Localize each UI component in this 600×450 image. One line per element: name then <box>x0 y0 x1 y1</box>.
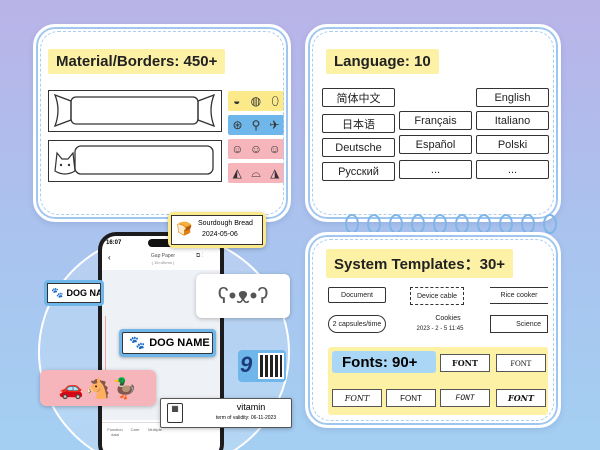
lang-spanish: Español <box>399 135 472 154</box>
qr-code-icon <box>258 353 284 379</box>
font-sample-5: FONT <box>440 389 490 407</box>
qr-label: 9 <box>238 350 286 382</box>
app-subtitle: ( 15×40mm ) <box>151 260 175 265</box>
smile-icon: ☺ <box>249 142 263 156</box>
plane-icon: ✈ <box>269 118 280 132</box>
floating-dog-label: 🐾 DOG NA <box>44 280 104 306</box>
spiral-ring <box>389 214 403 234</box>
font-sample-1: FONT <box>440 354 490 372</box>
template-device-cable: Device cable <box>410 287 464 305</box>
lang-german: Deutsche <box>322 138 395 157</box>
paw-icon: 🐾 <box>51 287 64 299</box>
qr-digit: 9 <box>240 352 253 377</box>
sport-icons-chip: ⊛ ⚲ ✈ <box>228 115 284 135</box>
phone-notch <box>148 239 178 247</box>
template-capsules: 2 capsules/time <box>328 315 386 333</box>
cat-border-sample <box>48 140 222 182</box>
smile-icon: ☺ <box>231 142 244 156</box>
spiral-ring <box>521 214 535 234</box>
template-document: Document <box>328 287 386 303</box>
lang-french: Français <box>399 111 472 130</box>
tab-multiple[interactable]: Multiple <box>148 427 162 432</box>
lang-more-2: ... <box>476 160 549 179</box>
toolbar-icons[interactable]: ⧉ ⋮ <box>196 253 204 259</box>
lang-italian: Italiano <box>476 111 549 130</box>
font-sample-6: FONT <box>496 389 546 407</box>
bread-title: Sourdough Bread <box>198 220 253 227</box>
egg-icon: ⬯ <box>271 93 279 108</box>
bread-date: 2024-05-06 <box>202 231 238 238</box>
paw-icon: 🐾 <box>129 335 146 350</box>
cat-border-icon <box>54 145 214 175</box>
language-title: Language: 10 <box>326 49 439 74</box>
bread-icon: ◒ <box>233 94 241 108</box>
cookies-date: 2023 - 2 - 5 11:45 <box>416 326 464 332</box>
treat-icons-chip: ◭ ⌓ ◮ <box>228 163 284 183</box>
back-icon[interactable]: ‹ <box>108 253 111 262</box>
dog-name-text: DOG NAME <box>149 337 210 349</box>
smile-icon: ☺ <box>268 142 281 156</box>
pizza-icon: ◭ <box>232 166 242 180</box>
lang-chinese: 简体中文 <box>322 88 395 107</box>
lang-polish: Polski <box>476 135 549 154</box>
app-title: Gap Paper <box>150 253 176 259</box>
font-sample-2: FONT <box>496 354 546 372</box>
vitamin-subtitle: term of validity: 06-11-2023 <box>215 415 277 421</box>
bear-icon: ʕ•ᴥ•ʔ <box>217 283 269 308</box>
lang-japanese: 日本语 <box>322 114 395 133</box>
lang-more-1: ... <box>399 160 472 179</box>
spiral-ring <box>543 214 557 234</box>
spiral-ring <box>411 214 425 234</box>
food-icons-chip: ◒ ◍ ⬯ <box>228 91 284 111</box>
dog-name-label[interactable]: 🐾 DOG NAME <box>119 329 216 357</box>
spiral-ring <box>433 214 447 234</box>
bread-label-card: 🍞 Sourdough Bread 2024-05-06 <box>168 212 266 248</box>
template-rice-cooker: Rice cooker <box>490 287 548 304</box>
fonts-title: Fonts: 90+ <box>332 351 436 373</box>
candy-border-sample <box>48 90 222 132</box>
floating-dog-text: DOG NA <box>66 288 101 298</box>
ball-icon: ⊛ <box>232 118 243 132</box>
font-sample-3: FONT <box>332 389 382 407</box>
duck-icon: 🦆 <box>112 377 138 400</box>
spiral-ring <box>367 214 381 234</box>
bike-icon: ⚲ <box>251 118 261 132</box>
tab-function[interactable]: Function data <box>107 427 123 437</box>
spiral-ring <box>499 214 513 234</box>
language-card: Language: 10 简体中文 English 日本语 Français I… <box>305 24 561 222</box>
lang-russian: Русский <box>322 162 395 181</box>
teddy-bears-image: ʕ•ᴥ•ʔ <box>196 274 290 318</box>
templates-title: System Templates：30+ <box>326 249 514 278</box>
vitamin-title: vitamin <box>236 402 266 412</box>
system-templates-card: System Templates：30+ Document Device cab… <box>305 232 561 428</box>
spiral-ring <box>455 214 469 234</box>
spiral-ring <box>477 214 491 234</box>
smiley-icons-chip: ☺ ☺ ☺ <box>228 139 284 159</box>
fonts-panel: Fonts: 90+ FONT FONT FONT FONT FONT FONT <box>328 347 548 415</box>
font-sample-4: FONT <box>386 389 436 407</box>
pill-box-icon: ▦ <box>167 403 183 423</box>
material-borders-card: Material/Borders: 450+ ◒ ◍ ⬯ ⊛ ⚲ ✈ ☺ ☺ ☺… <box>33 24 291 222</box>
vitamin-label: ▦ vitamin term of validity: 06-11-2023 <box>160 398 292 428</box>
toys-label: 🚗 🐴 🦆 <box>40 370 156 406</box>
lang-english: English <box>476 88 549 107</box>
tab-care[interactable]: Care <box>130 427 140 432</box>
phone-time: 16:07 <box>106 240 122 246</box>
candy-border-icon <box>53 93 216 128</box>
material-title: Material/Borders: 450+ <box>48 49 226 74</box>
horse-icon: 🐴 <box>85 377 111 400</box>
spiral-ring <box>345 214 359 234</box>
ruler <box>105 316 109 376</box>
bread-icon: 🍞 <box>176 221 193 236</box>
cake-icon: ⌓ <box>251 165 261 180</box>
template-science: Science <box>490 315 548 333</box>
lemon-icon: ◍ <box>250 94 262 108</box>
cheese-icon: ◮ <box>270 166 280 180</box>
car-icon: 🚗 <box>58 377 84 400</box>
cookies-label: Cookies <box>435 314 461 322</box>
template-cookies: Cookies 2023 - 2 - 5 11:45 <box>406 313 474 337</box>
